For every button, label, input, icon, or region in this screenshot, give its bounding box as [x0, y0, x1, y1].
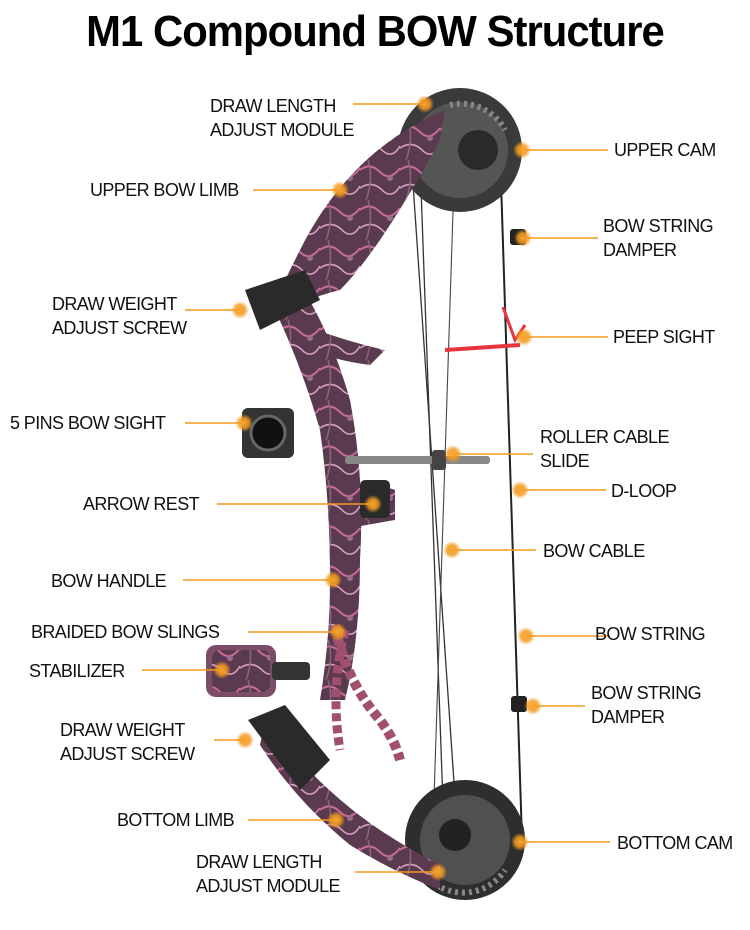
label-pins-sight: 5 PINS BOW SIGHT — [10, 411, 166, 435]
label-draw-weight-lower: DRAW WEIGHT ADJUST SCREW — [60, 718, 195, 766]
markers — [213, 95, 542, 881]
label-draw-length-lower: DRAW LENGTH ADJUST MODULE — [196, 850, 340, 898]
label-line: UPPER BOW LIMB — [90, 180, 239, 200]
diagram-title: M1 Compound BOW Structure — [86, 7, 665, 56]
label-draw-weight-upper: DRAW WEIGHT ADJUST SCREW — [52, 292, 187, 340]
label-d-loop: D-LOOP — [611, 479, 677, 503]
marker-sight — [235, 414, 253, 432]
label-upper-bow-limb: UPPER BOW LIMB — [90, 178, 239, 202]
label-line: D-LOOP — [611, 481, 677, 501]
lower-damper-shape — [511, 696, 527, 712]
string-cables — [409, 139, 523, 871]
sling-shape — [330, 624, 405, 762]
label-line: BOW STRING — [591, 683, 702, 703]
label-peep-sight: PEEP SIGHT — [613, 325, 715, 349]
label-line: BOW CABLE — [543, 541, 645, 561]
label-line: DRAW LENGTH — [196, 852, 322, 872]
marker-bottom-cam — [511, 833, 529, 851]
label-upper-cam: UPPER CAM — [614, 138, 716, 162]
peep-tube — [444, 306, 527, 352]
label-slings: BRAIDED BOW SLINGS — [31, 620, 220, 644]
label-line: DAMPER — [591, 707, 665, 727]
label-line: SLIDE — [540, 451, 590, 471]
sight-shape — [242, 408, 294, 458]
marker-draw-length-lower — [429, 863, 447, 881]
marker-d-loop — [511, 481, 529, 499]
marker-stabilizer — [213, 661, 231, 679]
label-string-damper-lower: BOW STRING DAMPER — [591, 681, 702, 729]
label-line: ADJUST MODULE — [196, 876, 340, 896]
label-bow-handle: BOW HANDLE — [51, 569, 167, 593]
label-line: ROLLER CABLE — [540, 427, 669, 447]
marker-bottom-limb — [327, 811, 345, 829]
marker-arrow-rest — [364, 495, 382, 513]
label-stabilizer: STABILIZER — [29, 659, 125, 683]
label-draw-length-upper: DRAW LENGTH ADJUST MODULE — [210, 94, 354, 142]
label-line: ARROW REST — [83, 494, 200, 514]
label-roller-cable-slide: ROLLER CABLE SLIDE — [540, 425, 669, 473]
marker-upper-limb — [331, 181, 349, 199]
label-line: ADJUST MODULE — [210, 120, 354, 140]
label-line: DRAW WEIGHT — [52, 294, 177, 314]
label-line: ADJUST SCREW — [52, 318, 187, 338]
label-line: BRAIDED BOW SLINGS — [31, 622, 220, 642]
marker-bow-string — [517, 627, 535, 645]
label-line: DRAW LENGTH — [210, 96, 336, 116]
label-string-damper-upper: BOW STRING DAMPER — [603, 214, 714, 262]
marker-bow-cable — [443, 541, 461, 559]
label-line: DAMPER — [603, 240, 677, 260]
label-bottom-cam: BOTTOM CAM — [617, 831, 733, 855]
limb-pockets — [245, 270, 330, 790]
marker-upper-cam — [513, 141, 531, 159]
marker-slings — [329, 623, 347, 641]
marker-draw-length-upper — [416, 95, 434, 113]
label-line: ADJUST SCREW — [60, 744, 195, 764]
label-line: BOTTOM CAM — [617, 833, 733, 853]
leader-lines — [142, 103, 610, 873]
marker-cable-slide — [444, 445, 462, 463]
label-line: STABILIZER — [29, 661, 125, 681]
label-bottom-limb: BOTTOM LIMB — [117, 808, 235, 832]
marker-damper-upper — [514, 229, 532, 247]
label-line: BOW STRING — [595, 624, 706, 644]
label-arrow-rest: ARROW REST — [83, 492, 200, 516]
label-line: UPPER CAM — [614, 140, 716, 160]
label-line: BOTTOM LIMB — [117, 810, 235, 830]
label-line: BOW STRING — [603, 216, 714, 236]
marker-handle — [324, 571, 342, 589]
marker-draw-weight-lower — [236, 731, 254, 749]
label-bow-string: BOW STRING — [595, 622, 706, 646]
cable-slide-shape — [345, 450, 490, 470]
marker-peep — [515, 328, 533, 346]
marker-damper-lower — [524, 697, 542, 715]
label-line: DRAW WEIGHT — [60, 720, 185, 740]
label-line: 5 PINS BOW SIGHT — [10, 413, 166, 433]
stabilizer-shape — [206, 645, 310, 697]
label-line: BOW HANDLE — [51, 571, 167, 591]
label-line: PEEP SIGHT — [613, 327, 715, 347]
marker-draw-weight-upper — [231, 301, 249, 319]
label-bow-cable: BOW CABLE — [543, 539, 645, 563]
